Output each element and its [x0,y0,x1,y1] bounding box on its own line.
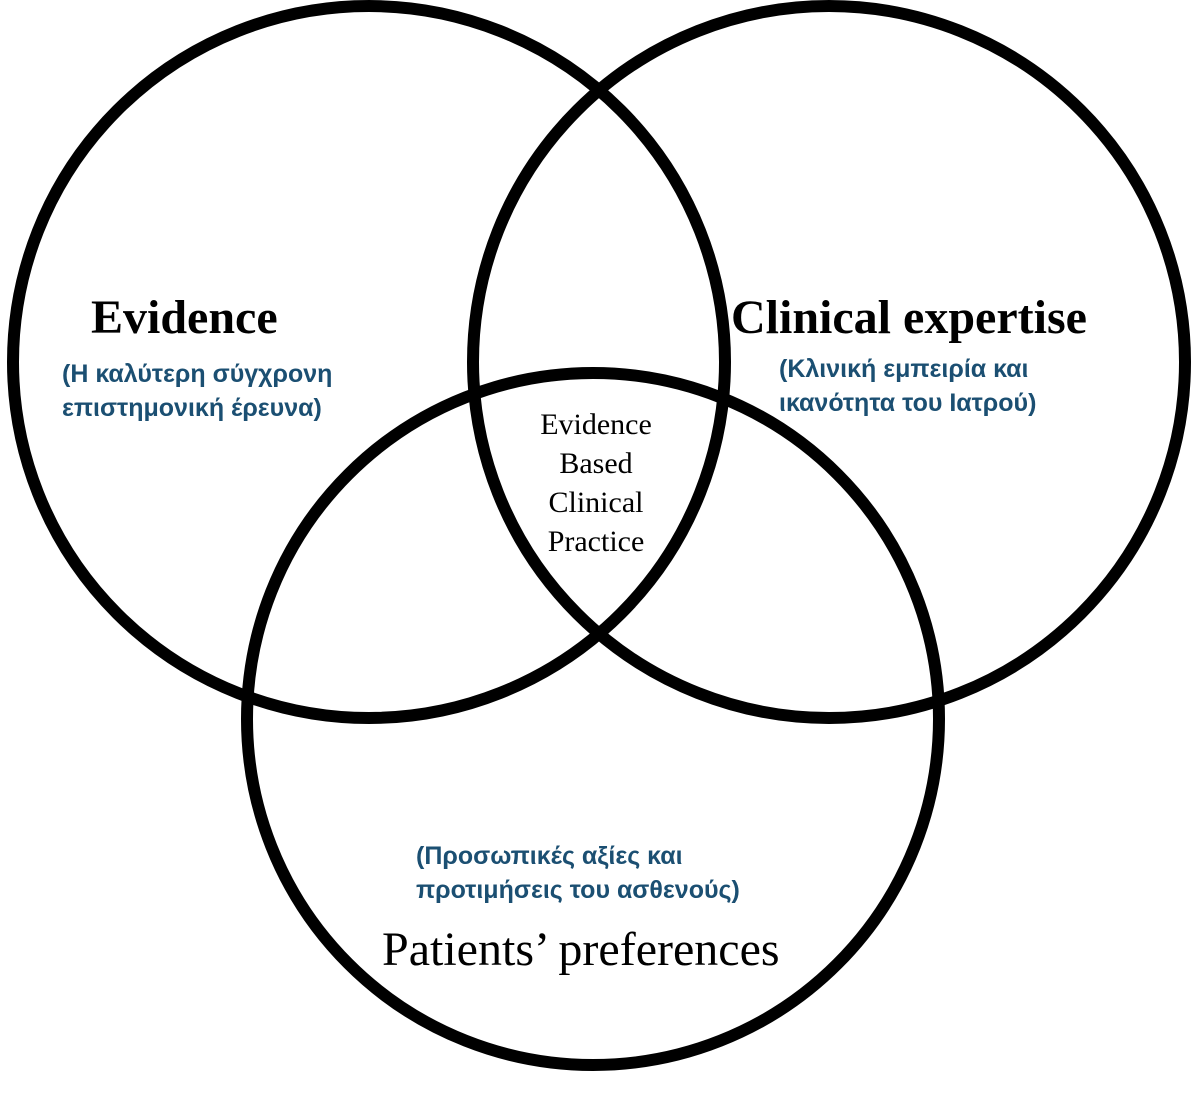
circle-evidence [7,0,731,724]
intersection-line3: Clinical [548,486,644,519]
clinical-expertise-subtitle: (Κλινική εμπειρία και ικανότητα του Ιατρ… [779,352,1036,420]
intersection-line1: Evidence [540,408,652,441]
circle-patients-preferences [241,367,945,1071]
evidence-title: Evidence [91,291,278,344]
patients-preferences-subtitle-line2: προτιμήσεις του ασθενούς) [416,876,740,904]
evidence-subtitle-line1: (Η καλύτερη σύγχρονη [62,360,333,388]
evidence-subtitle: (Η καλύτερη σύγχρονη επιστημονική έρευνα… [62,357,332,425]
intersection-label: Evidence Based Clinical Practice [496,405,696,561]
intersection-line2: Based [559,447,633,480]
clinical-expertise-subtitle-line1: (Κλινική εμπειρία και [779,355,1029,383]
clinical-expertise-subtitle-line2: ικανότητα του Ιατρού) [779,389,1037,417]
patients-preferences-subtitle: (Προσωπικές αξίες και προτιμήσεις του ασ… [416,839,740,907]
clinical-expertise-title: Clinical expertise [731,291,1087,344]
patients-preferences-subtitle-line1: (Προσωπικές αξίες και [416,842,683,870]
patients-preferences-title: Patients’ preferences [382,923,780,976]
evidence-subtitle-line2: επιστημονική έρευνα) [62,394,322,422]
intersection-line4: Practice [547,525,645,558]
circle-clinical-expertise [467,0,1191,724]
